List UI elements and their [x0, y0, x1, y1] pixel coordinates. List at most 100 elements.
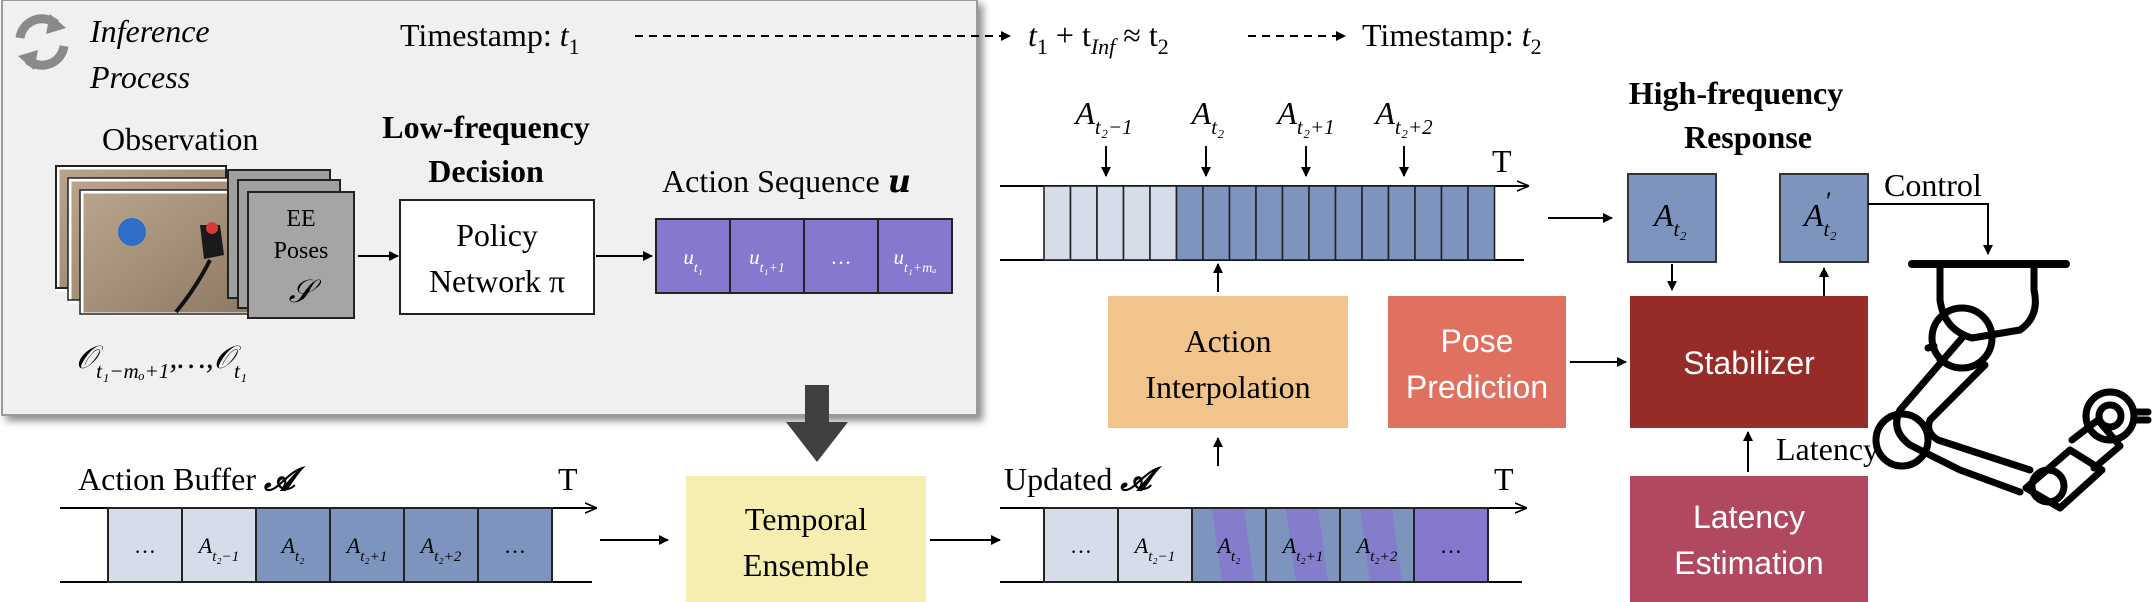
dense-cell: [1228, 185, 1257, 261]
updated-cell-blend: [1360, 508, 1402, 582]
buffer-cell: [329, 507, 405, 583]
updated-cell: [1413, 507, 1489, 583]
sequence-cell-label: …: [831, 245, 852, 269]
dense-cell: [1202, 185, 1231, 261]
refresh-icon: [15, 14, 69, 70]
observation-caption: 𝒪t₁−mₒ+1,…,𝒪t₁: [76, 339, 247, 383]
updated-cell-blend: [1286, 508, 1328, 582]
action-interpolation-box: [1108, 296, 1348, 428]
dense-cell: [1069, 185, 1098, 261]
stabilizer-box: [1630, 296, 1868, 428]
dense-label: At₂−1: [1073, 95, 1132, 139]
updated-cell-label: …: [1070, 533, 1092, 558]
dense-buffer-t-label: T: [1492, 143, 1512, 179]
ee-label-line1: EE: [286, 206, 315, 232]
ee-label-line2: Poses: [274, 238, 329, 264]
interpolation-line1: Action: [1184, 323, 1271, 359]
dense-cell: [1361, 185, 1390, 261]
sequence-cell: [655, 218, 731, 294]
buffer-cell: [403, 507, 479, 583]
down-arrow-to-ensemble: [786, 385, 848, 462]
stabilizer-label: Stabilizer: [1683, 345, 1815, 381]
a-prime-mark: ′: [1826, 187, 1832, 216]
dense-cell: [1281, 185, 1310, 261]
robot-arm-icon: [1872, 260, 2152, 512]
decision-title-line1: Low-frequency: [382, 109, 589, 145]
sequence-cell: [877, 218, 953, 294]
latency-estimation-box: [1630, 476, 1868, 602]
updated-cell-label: At₂+1: [1281, 533, 1323, 565]
updated-cell: [1117, 507, 1193, 583]
inference-title-line2: Process: [89, 59, 190, 95]
latency-label: Latency: [1776, 431, 1879, 467]
buffer-cell: [181, 507, 257, 583]
action-sequence-title: Action Sequence 𝒖: [662, 163, 911, 199]
gripper-object: [200, 225, 224, 259]
decision-title-line2: Decision: [428, 153, 544, 189]
dense-label: At₂+1: [1275, 95, 1334, 139]
updated-cell: [1043, 507, 1119, 583]
buffer-cell-label: …: [134, 533, 156, 558]
dense-cell: [1175, 185, 1204, 261]
buffer-cell: [107, 507, 183, 583]
ee-poses-box: [247, 191, 355, 319]
dense-cell: [1308, 185, 1337, 261]
sequence-cell-label: ut₁: [683, 245, 702, 276]
arrow-control-to-robot: [1868, 203, 1993, 255]
buffer-cell-label: At₂+2: [419, 533, 462, 565]
sequence-cell-label: ut₁+1: [749, 245, 785, 276]
updated-cell-label: …: [1440, 533, 1462, 558]
inference-title-line1: Inference: [89, 13, 210, 49]
temporal-ensemble-line2: Ensemble: [743, 547, 869, 583]
dense-cell: [1149, 185, 1178, 261]
latency-est-line2: Estimation: [1674, 545, 1823, 581]
timeline-inference-time: t1 + tInf ≈ t2: [1028, 17, 1169, 59]
updated-buffer-title: Updated 𝓐: [1004, 461, 1162, 497]
temporal-ensemble-box: [686, 476, 926, 602]
updated-buffer-t-label: T: [1494, 461, 1514, 497]
pose-prediction-box: [1388, 296, 1566, 428]
timestamp-t2: Timestamp: t2: [1362, 17, 1542, 59]
dense-cell: [1122, 185, 1151, 261]
dense-buffer-cells: [1043, 185, 1496, 261]
updated-cell-label: At₂: [1216, 533, 1241, 565]
buffer-cell-label: …: [504, 533, 526, 558]
dense-label: At₂+2: [1373, 95, 1433, 139]
a-prime-t2-box: [1779, 173, 1869, 263]
sequence-cell-label: ut₁+mₐ: [894, 245, 937, 276]
policy-line1: Policy: [456, 217, 538, 253]
dense-label: At₂: [1190, 95, 1225, 139]
action-buffer-cells: … At₂−1 At₂ At₂+1 At₂+2 …: [107, 507, 553, 583]
timestamp-t1: Timestamp: t1: [400, 17, 580, 59]
dense-cell: [1387, 185, 1416, 261]
control-label: Control: [1884, 167, 1982, 203]
temporal-ensemble-line1: Temporal: [745, 501, 867, 537]
dense-cell: [1255, 185, 1284, 261]
a-prime-t2-label: At₂: [1802, 197, 1837, 241]
high-freq-title-line1: High-frequency: [1629, 75, 1844, 111]
dense-cell: [1334, 185, 1363, 261]
buffer-cell-label: At₂+1: [345, 533, 387, 565]
dense-cell: [1043, 185, 1072, 261]
pose-line2: Prediction: [1406, 369, 1548, 405]
policy-line2: Network π: [429, 263, 565, 299]
updated-cell-blend: [1212, 508, 1254, 582]
buffer-cell-label: At₂−1: [197, 533, 239, 565]
blue-object: [118, 218, 146, 246]
buffer-cell-label: At₂: [280, 533, 305, 565]
pose-line1: Pose: [1441, 323, 1514, 359]
buffer-cell: [477, 507, 553, 583]
action-buffer-title: Action Buffer 𝓐: [78, 461, 306, 497]
updated-cell-label: At₂+2: [1355, 533, 1398, 565]
action-buffer-t-label: T: [558, 461, 578, 497]
sequence-cell: [729, 218, 805, 294]
buffer-cell: [255, 507, 331, 583]
a-t2-label: At₂: [1652, 197, 1687, 241]
observation-title: Observation: [102, 121, 258, 157]
dense-cell: [1467, 185, 1496, 261]
dense-cell: [1096, 185, 1125, 261]
latency-est-line1: Latency: [1693, 499, 1805, 535]
policy-network-box: [399, 199, 595, 315]
dense-cell: [1440, 185, 1469, 261]
